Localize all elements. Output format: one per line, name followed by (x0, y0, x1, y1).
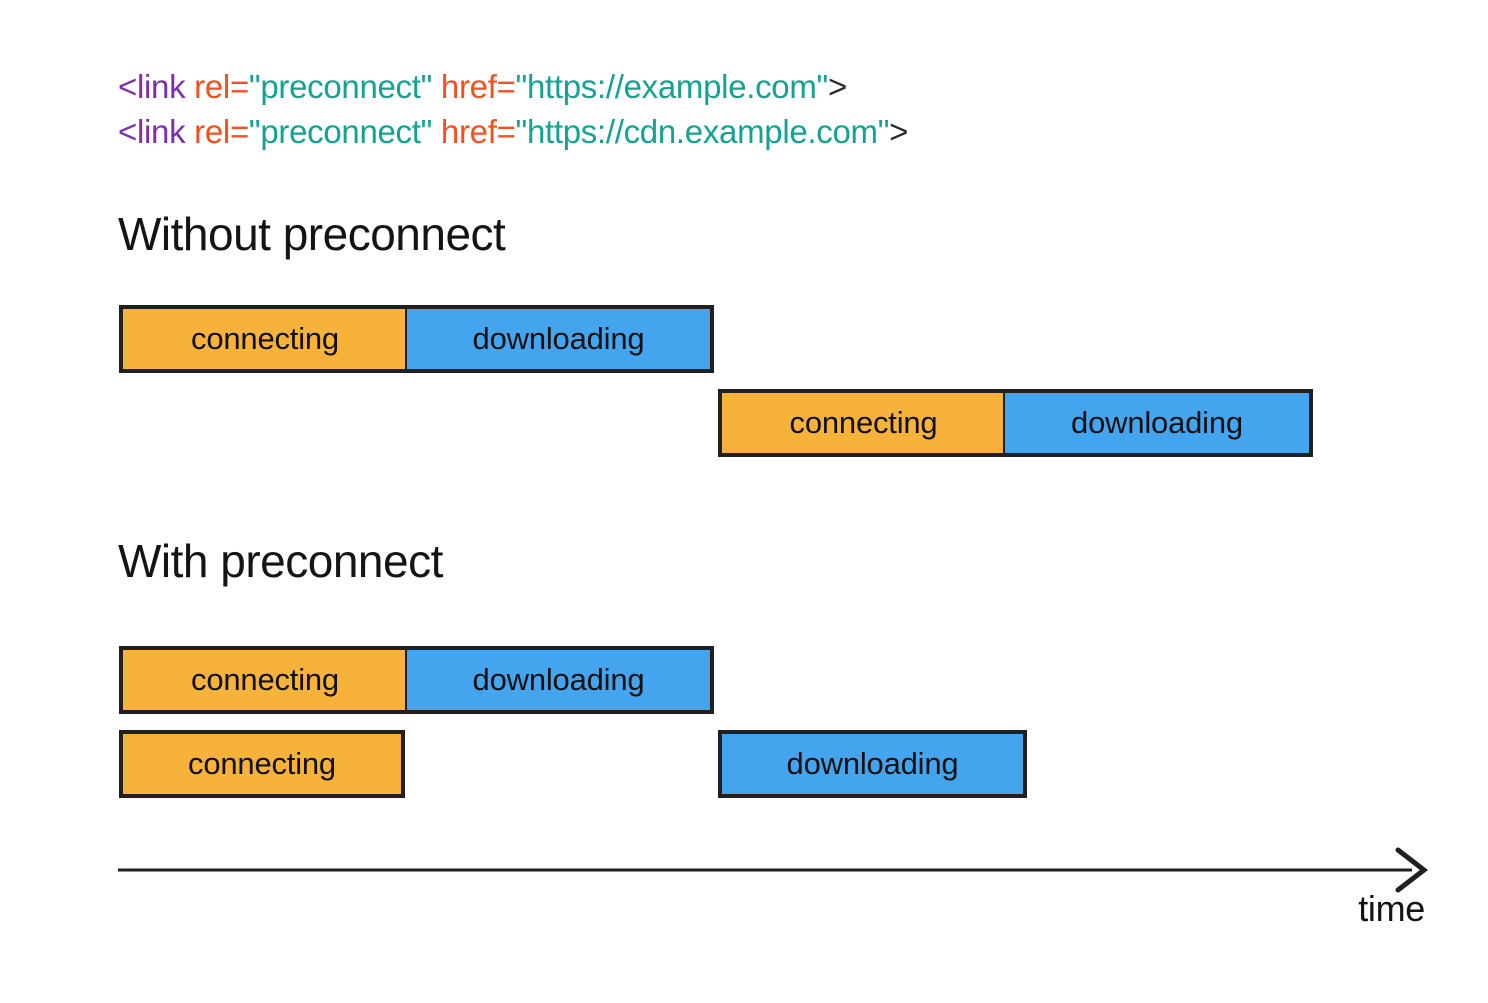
code-value-href: "https://example.com" (515, 68, 829, 105)
bar-segment-connecting: connecting (718, 389, 1007, 457)
code-line-1: <link rel="preconnect" href="https://exa… (118, 64, 908, 109)
code-value-href: "https://cdn.example.com" (515, 113, 890, 150)
code-line-2: <link rel="preconnect" href="https://cdn… (118, 109, 908, 154)
code-tag-open: <link (118, 113, 186, 150)
code-attr-href: href= (432, 68, 516, 105)
code-attr-rel: rel= (185, 113, 249, 150)
bar-segment-downloading: downloading (718, 730, 1027, 798)
section-heading-with-preconnect: With preconnect (118, 535, 443, 587)
bar-segment-downloading: downloading (405, 305, 714, 373)
bar-segment-connecting: connecting (119, 646, 409, 714)
section-heading-without-preconnect: Without preconnect (118, 208, 506, 260)
code-tag-close: > (827, 68, 847, 105)
bar-segment-downloading: downloading (1003, 389, 1313, 457)
bar-segment-downloading: downloading (405, 646, 714, 714)
bar-segment-connecting: connecting (119, 305, 409, 373)
bar-segment-connecting: connecting (119, 730, 405, 798)
arrow-head-icon (1395, 847, 1429, 893)
time-axis (118, 847, 1429, 893)
code-attr-href: href= (432, 113, 516, 150)
code-value-rel: "preconnect" (248, 68, 433, 105)
code-tag-open: <link (118, 68, 186, 105)
code-tag-close: > (889, 113, 909, 150)
code-value-rel: "preconnect" (248, 113, 433, 150)
time-axis-label: time (1358, 888, 1425, 929)
code-attr-rel: rel= (185, 68, 249, 105)
code-snippet: <link rel="preconnect" href="https://exa… (118, 64, 908, 154)
